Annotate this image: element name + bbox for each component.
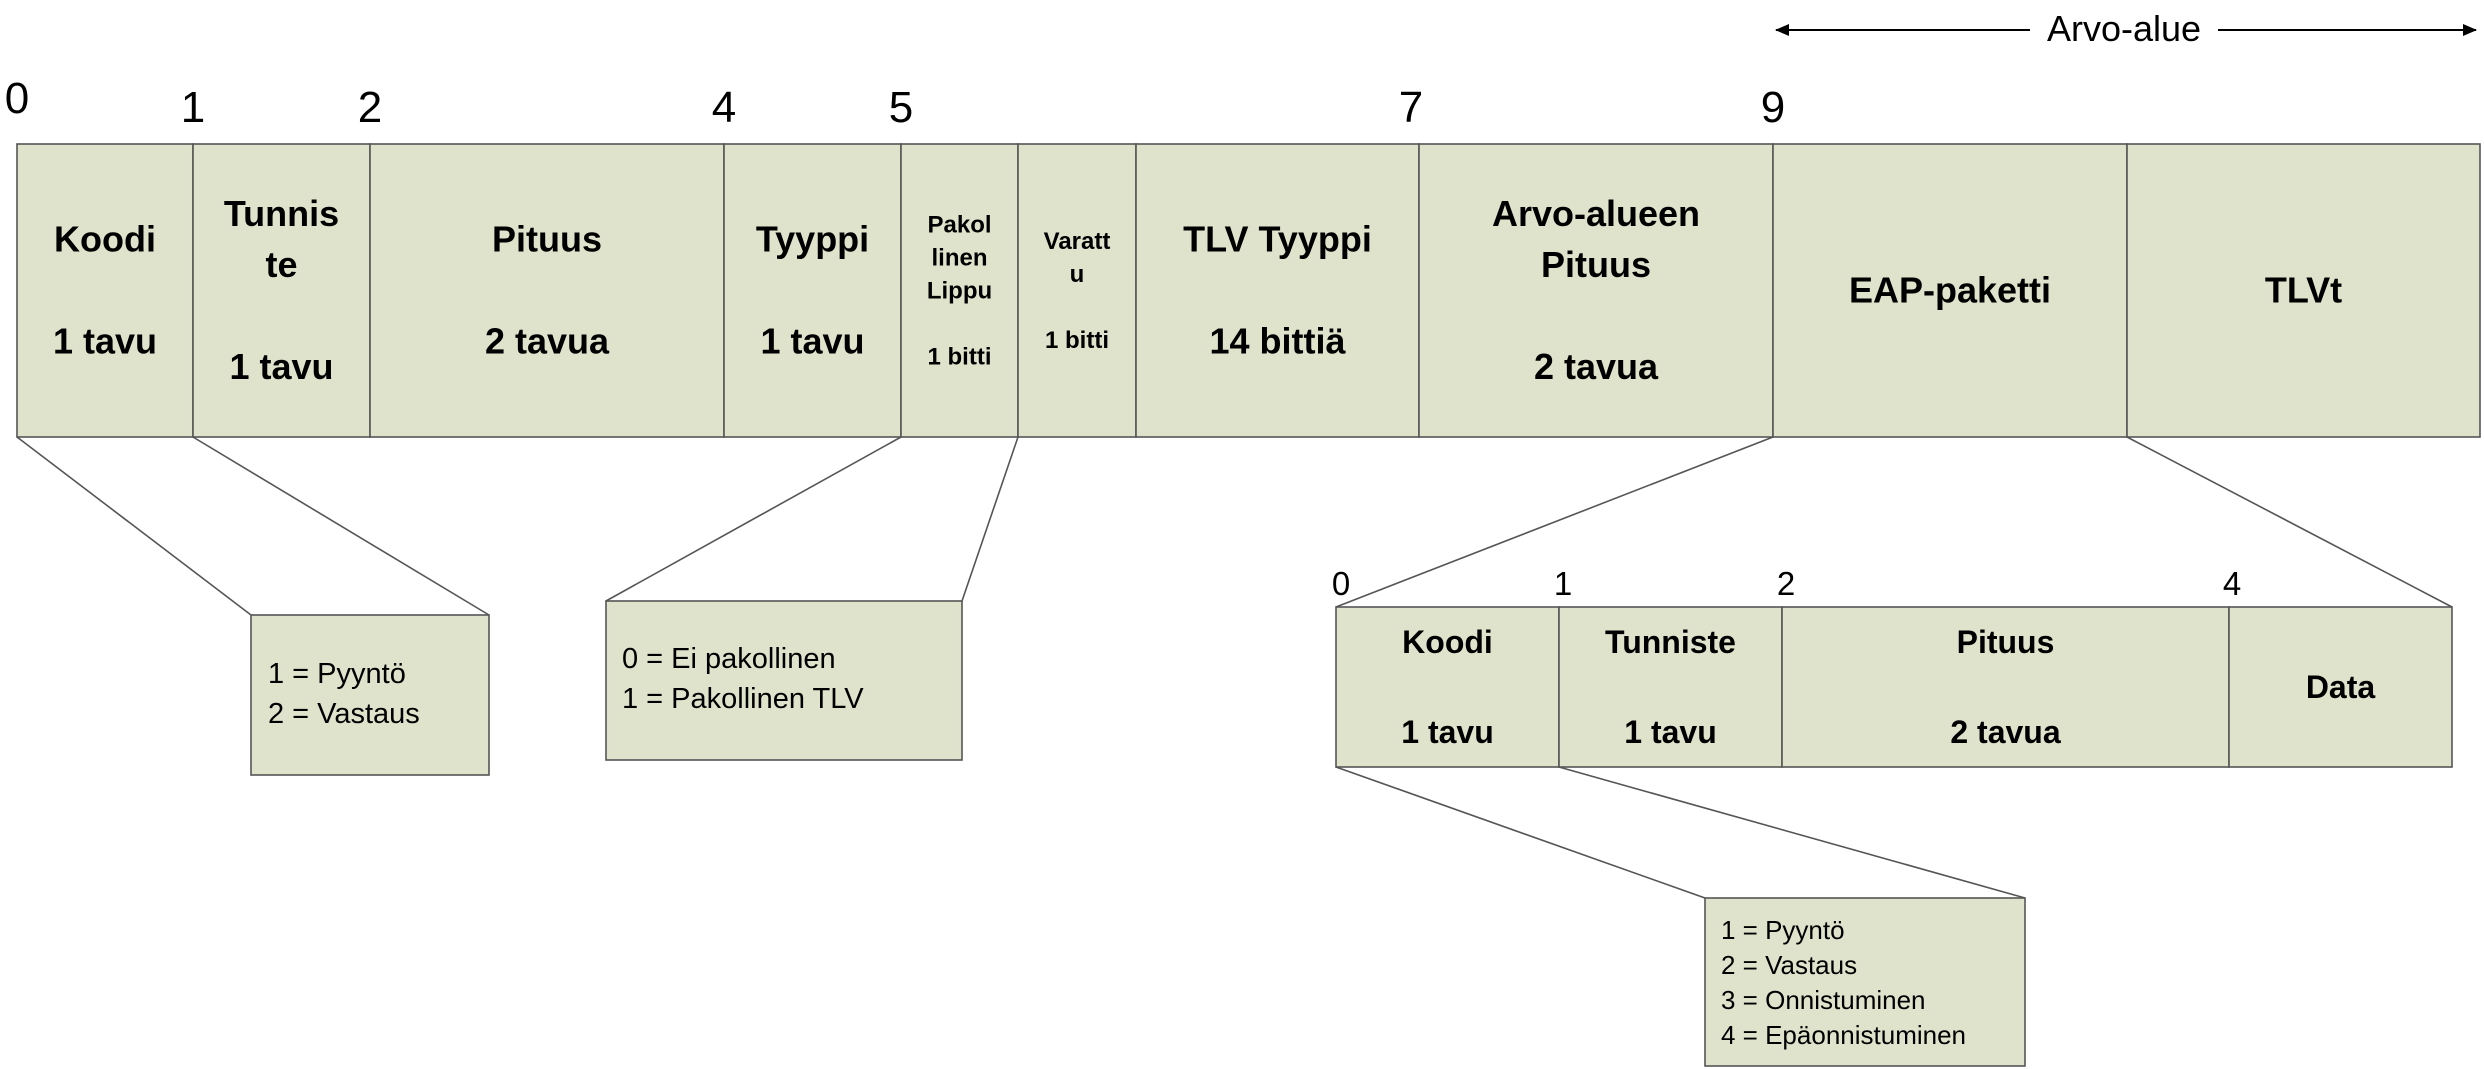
eap-field-4: Data: [2228, 606, 2453, 768]
main-field-box: [1017, 143, 1137, 438]
eap-field-box: [1335, 606, 1560, 768]
main-offset-label: 0: [5, 74, 29, 123]
eap-field-label: Tunniste: [1605, 624, 1736, 660]
main-field-label: Varatt: [1044, 228, 1111, 255]
main-field-label: 1 bitti: [928, 343, 992, 370]
main-field-3: Pituus 2 tavua: [369, 143, 725, 438]
main-field-label: linen: [931, 244, 987, 271]
main-field-4: Tyyppi 1 tavu: [723, 143, 902, 438]
main-connectors: [16, 436, 2453, 616]
eap-packet-fields: Koodi 1 tavu Tunniste 1 tavu Pituus 2 tavua Da…: [1335, 606, 2453, 768]
code-value-2: 2 = Vastaus: [268, 698, 420, 730]
main-field-box: [900, 143, 1019, 438]
main-field-label: 1 bitti: [1045, 327, 1109, 354]
main-field-label: TLV Tyyppi: [1183, 219, 1372, 260]
value-range-label: Arvo-alue: [2047, 8, 2201, 49]
connector-code-left: [16, 436, 252, 616]
connector-eap-right: [2126, 436, 2453, 608]
eap-field-label: Koodi: [1402, 624, 1493, 660]
eap-code-values-note: 1 = Pyyntö 2 = Vastaus 3 = Onnistuminen …: [1704, 897, 2026, 1067]
main-offset-labels: 0 1 2 4 5 7 9: [5, 74, 1785, 132]
eap-field-label: Pituus: [1957, 624, 2055, 660]
main-field-label: u: [1070, 261, 1085, 288]
main-field-label: 1 tavu: [760, 321, 864, 362]
main-field-6: Varatt u 1 bitti: [1017, 143, 1137, 438]
connector-code-right: [192, 436, 490, 616]
connector-eap-code-left: [1335, 766, 1706, 899]
main-field-2: Tunnis te 1 tavu: [192, 143, 371, 438]
eap-field-box: [2228, 606, 2453, 768]
eap-field-2: Tunniste 1 tavu: [1558, 606, 1783, 768]
main-offset-label: 4: [712, 83, 736, 132]
eap-field-3: Pituus 2 tavua: [1781, 606, 2230, 768]
eap-offset-label: 1: [1554, 565, 1572, 602]
main-field-box: [1418, 143, 1774, 438]
value-range-label-bg: [2030, 10, 2218, 50]
main-field-box: [723, 143, 902, 438]
flag-values-note: 0 = Ei pakollinen 1 = Pakollinen TLV: [605, 600, 963, 761]
main-field-label: Koodi: [54, 219, 156, 260]
eap-code-value-2: 2 = Vastaus: [1721, 950, 1857, 980]
main-field-7: TLV Tyyppi 14 bittiä: [1135, 143, 1420, 438]
main-field-box: [16, 143, 194, 438]
main-field-label: te: [265, 244, 297, 285]
code-values-note: 1 = Pyyntö 2 = Vastaus: [250, 614, 490, 776]
eap-offset-label: 2: [1777, 565, 1795, 602]
main-field-label: 14 bittiä: [1209, 321, 1346, 362]
main-field-10: TLVt: [2126, 143, 2481, 438]
eap-offset-label: 4: [2223, 565, 2241, 602]
eap-code-value-3: 3 = Onnistuminen: [1721, 985, 1926, 1015]
main-field-label: Tunnis: [224, 193, 339, 234]
main-field-label: Pituus: [492, 219, 602, 260]
main-field-1: Koodi 1 tavu: [16, 143, 194, 438]
main-field-box: [2126, 143, 2481, 438]
main-field-label: Pakol: [927, 211, 991, 238]
main-field-box: [1772, 143, 2128, 438]
main-offset-label: 1: [181, 83, 205, 132]
code-value-1: 1 = Pyyntö: [268, 658, 406, 690]
connector-eap-left: [1335, 436, 1774, 608]
connector-eap-code-right: [1558, 766, 2026, 899]
main-field-label: Pituus: [1541, 244, 1651, 285]
eap-offset-labels: 0 1 2 4: [1332, 565, 2241, 602]
connector-flag-right: [961, 436, 1019, 602]
value-range-indicator: Arvo-alue: [1775, 8, 2477, 50]
eap-offset-label: 0: [1332, 565, 1350, 602]
main-field-label: EAP-paketti: [1849, 270, 2051, 311]
main-field-label: TLVt: [2265, 270, 2342, 311]
main-field-label: 2 tavua: [485, 321, 610, 362]
main-offset-label: 7: [1399, 83, 1423, 132]
main-field-label: Lippu: [927, 277, 992, 304]
eap-connectors: [1335, 766, 2026, 899]
main-field-label: 1 tavu: [53, 321, 157, 362]
main-field-label: 2 tavua: [1534, 346, 1659, 387]
main-packet-fields: Koodi 1 tavu Tunnis te 1 tavu Pituus 2 tavua Ty…: [16, 143, 2481, 438]
main-field-box: [369, 143, 725, 438]
main-offset-label: 2: [358, 83, 382, 132]
eap-field-box: [1558, 606, 1783, 768]
flag-value-1: 1 = Pakollinen TLV: [622, 683, 864, 715]
eap-field-box: [1781, 606, 2230, 768]
main-field-label: Arvo-alueen: [1492, 193, 1700, 234]
eap-field-1: Koodi 1 tavu: [1335, 606, 1560, 768]
main-offset-label: 5: [889, 83, 913, 132]
connector-flag-left: [605, 436, 902, 602]
main-field-box: [1135, 143, 1420, 438]
main-field-9: EAP-paketti: [1772, 143, 2128, 438]
main-field-box: [192, 143, 371, 438]
main-field-label: Tyyppi: [756, 219, 869, 260]
eap-field-label: 2 tavua: [1950, 714, 2060, 750]
eap-field-label: 1 tavu: [1401, 714, 1493, 750]
main-field-label: 1 tavu: [229, 346, 333, 387]
eap-field-label: Data: [2306, 669, 2376, 705]
eap-field-label: 1 tavu: [1624, 714, 1716, 750]
eap-code-value-1: 1 = Pyyntö: [1721, 915, 1845, 945]
eap-code-value-4: 4 = Epäonnistuminen: [1721, 1020, 1966, 1050]
flag-value-0: 0 = Ei pakollinen: [622, 643, 836, 675]
main-offset-label: 9: [1761, 83, 1785, 132]
